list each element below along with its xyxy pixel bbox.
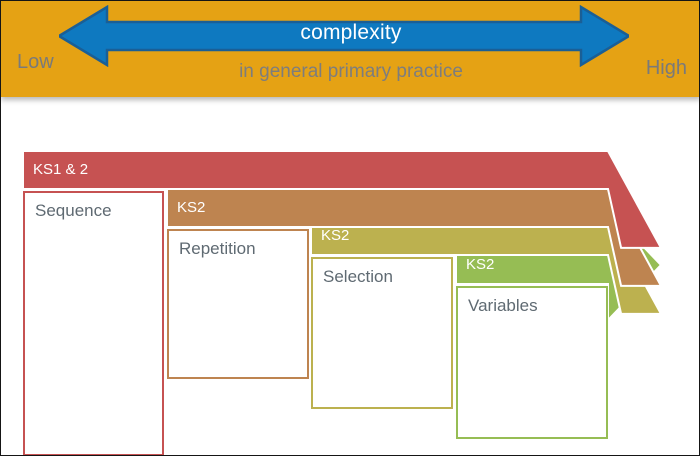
scale-label-low: Low bbox=[17, 51, 54, 73]
key-stage-label: KS1 & 2 bbox=[33, 161, 89, 178]
concept-box-repetition[interactable]: Repetition bbox=[167, 229, 309, 379]
concept-box-variables[interactable]: Variables bbox=[456, 286, 608, 439]
chevron-band-sequence[interactable] bbox=[22, 150, 663, 249]
concept-label: Sequence bbox=[35, 201, 112, 220]
double-headed-arrow-icon bbox=[59, 5, 629, 67]
concept-label: Selection bbox=[323, 267, 393, 286]
key-stage-label: KS2 bbox=[177, 199, 206, 216]
key-stage-label: KS2 bbox=[321, 227, 350, 244]
chevron-bands-layer bbox=[22, 150, 663, 323]
concept-label: Repetition bbox=[179, 239, 256, 258]
key-stage-label: KS2 bbox=[466, 256, 495, 273]
complexity-title: complexity bbox=[300, 21, 402, 44]
concept-box-sequence[interactable]: Sequence bbox=[23, 191, 164, 455]
concept-box-selection[interactable]: Selection bbox=[311, 257, 453, 409]
complexity-header-band: complexity in general primary practice L… bbox=[1, 1, 699, 97]
concept-label: Variables bbox=[468, 296, 538, 315]
complexity-subtitle: in general primary practice bbox=[239, 61, 463, 82]
scale-label-high: High bbox=[645, 57, 687, 79]
